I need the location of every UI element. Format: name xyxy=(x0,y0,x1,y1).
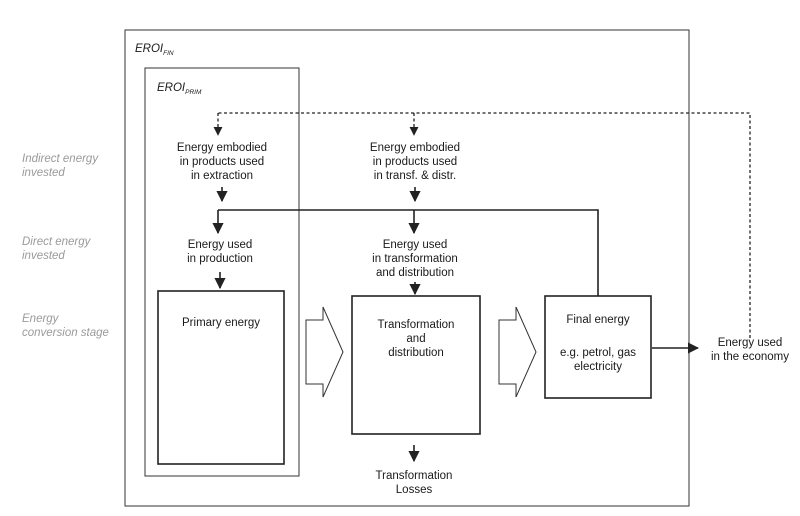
transformation-label: Transformation and distribution xyxy=(378,319,455,359)
svg-text:in extraction: in extraction xyxy=(191,170,253,182)
primary-energy-label: Primary energy xyxy=(182,317,260,329)
svg-text:in production: in production xyxy=(187,253,253,265)
svg-text:invested: invested xyxy=(22,167,65,179)
flow-arrow-transformation-to-final xyxy=(498,306,537,398)
direct-feedback-line xyxy=(218,209,599,296)
svg-text:in the economy: in the economy xyxy=(711,351,789,363)
svg-text:Direct energy: Direct energy xyxy=(22,236,92,248)
svg-text:Energy used: Energy used xyxy=(188,239,253,251)
flow-arrow-primary-to-transformation xyxy=(305,306,344,398)
side-label-indirect: Indirect energy invested xyxy=(22,153,99,179)
primary-energy-box xyxy=(157,290,285,465)
transformation-losses-label: Transformation Losses xyxy=(376,470,453,496)
svg-text:in transf. & distr.: in transf. & distr. xyxy=(374,170,456,182)
svg-text:Losses: Losses xyxy=(396,484,433,496)
svg-text:in transformation: in transformation xyxy=(372,253,458,265)
svg-text:e.g. petrol, gas: e.g. petrol, gas xyxy=(560,347,636,359)
svg-text:Transformation: Transformation xyxy=(376,470,453,482)
eroi-fin-label: EROIFIN xyxy=(135,43,174,57)
indirect-feedback-line xyxy=(218,112,751,338)
svg-text:invested: invested xyxy=(22,250,65,262)
final-energy-box xyxy=(544,295,652,399)
final-energy-label: Final energy xyxy=(566,314,630,326)
svg-text:Indirect energy: Indirect energy xyxy=(22,153,99,165)
transformation-box xyxy=(351,295,481,435)
final-energy-examples: e.g. petrol, gas electricity xyxy=(560,347,636,373)
eroi-prim-frame xyxy=(144,67,300,477)
side-label-conversion: Energy conversion stage xyxy=(22,313,109,339)
svg-text:conversion stage: conversion stage xyxy=(22,327,109,339)
svg-text:Energy used: Energy used xyxy=(383,239,448,251)
svg-text:Energy embodied: Energy embodied xyxy=(177,142,267,154)
svg-text:Energy embodied: Energy embodied xyxy=(370,142,460,154)
svg-text:in products used: in products used xyxy=(180,156,264,168)
svg-text:and: and xyxy=(406,333,425,345)
eroi-fin-frame xyxy=(124,29,690,507)
side-label-direct: Direct energy invested xyxy=(22,236,92,262)
svg-text:distribution: distribution xyxy=(388,347,444,359)
indirect-extraction-text: Energy embodied in products used in extr… xyxy=(177,142,267,182)
svg-text:Energy: Energy xyxy=(22,313,60,325)
svg-text:Energy used: Energy used xyxy=(718,337,783,349)
svg-text:Transformation: Transformation xyxy=(378,319,455,331)
direct-production-text: Energy used in production xyxy=(187,239,253,265)
svg-text:electricity: electricity xyxy=(574,361,622,373)
svg-text:and distribution: and distribution xyxy=(376,267,454,279)
energy-economy-label: Energy used in the economy xyxy=(711,337,789,363)
direct-transformation-text: Energy used in transformation and distri… xyxy=(372,239,458,279)
svg-text:in products used: in products used xyxy=(373,156,457,168)
eroi-prim-label: EROIPRIM xyxy=(157,82,202,96)
indirect-transf-text: Energy embodied in products used in tran… xyxy=(370,142,460,182)
